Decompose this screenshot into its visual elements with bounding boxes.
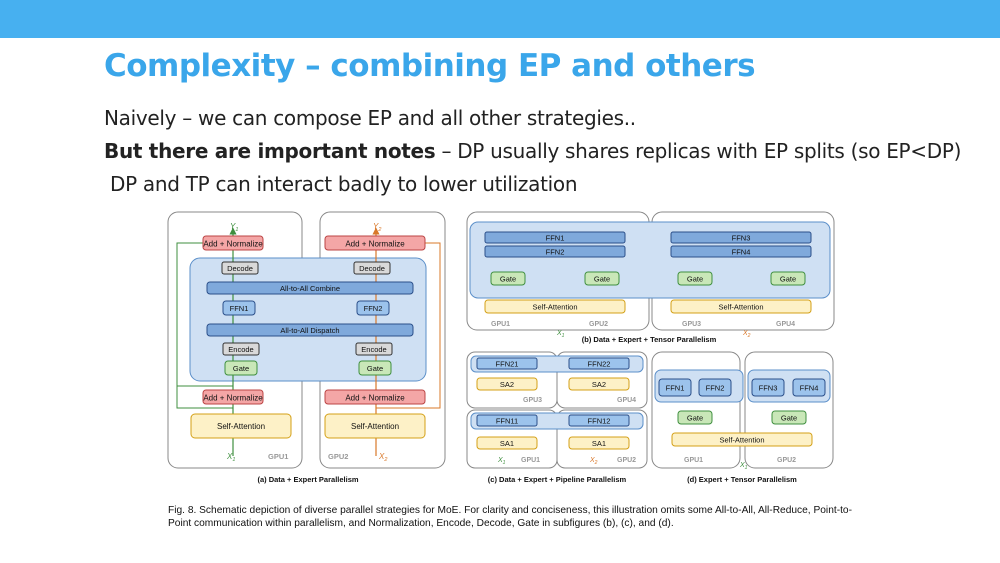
svg-text:X1: X1	[226, 452, 235, 463]
svg-text:X1: X1	[556, 330, 565, 339]
a-encode-2: Encode	[361, 345, 386, 354]
a-self-attention-1: Self-Attention	[217, 422, 265, 431]
a-all-to-all-dispatch: All-to-All Dispatch	[280, 326, 339, 335]
c-ffn12: FFN12	[588, 417, 611, 426]
a-decode-2: Decode	[359, 264, 385, 273]
c-ffn21: FFN21	[496, 360, 519, 369]
d-gate-2: Gate	[781, 414, 797, 423]
a-gate-2: Gate	[367, 364, 383, 373]
d-gpu1: GPU1	[684, 457, 703, 464]
b-caption: (b) Data + Expert + Tensor Parallelism	[582, 335, 717, 344]
a-x1-label: X	[226, 452, 233, 461]
a-ffn2: FFN2	[364, 304, 383, 313]
svg-text:X1: X1	[739, 462, 748, 471]
d-x1-sub: 1	[745, 465, 748, 471]
a-y2-sub: 2	[377, 227, 381, 233]
a-decode-1: Decode	[227, 264, 253, 273]
b-gate-1: Gate	[500, 275, 516, 284]
a-gpu1: GPU1	[268, 452, 288, 461]
body-line-3: DP and TP can interact badly to lower ut…	[110, 172, 578, 196]
subfigure-d: FFN1 FFN2 FFN3 FFN4 Gate Gate Self-Atten…	[651, 351, 834, 484]
body-line-2: But there are important notes – DP usual…	[104, 139, 961, 163]
c-sa1-1: SA1	[500, 439, 514, 448]
d-gate-1: Gate	[687, 414, 703, 423]
top-accent-bar	[0, 0, 1000, 38]
d-caption: (d) Expert + Tensor Parallelism	[687, 475, 797, 484]
figure-caption: Fig. 8. Schematic depiction of diverse p…	[168, 505, 852, 529]
c-x2-label: X	[589, 457, 595, 464]
body-line-2-bold: But there are important notes	[104, 139, 436, 163]
c-gpu1: GPU1	[521, 457, 540, 464]
b-gate-2: Gate	[594, 275, 610, 284]
svg-text:Y1: Y1	[230, 222, 238, 233]
a-y2-label: Y	[373, 222, 379, 231]
d-gpu2: GPU2	[777, 457, 796, 464]
svg-text:X2: X2	[742, 330, 751, 339]
d-ffn4: FFN4	[800, 384, 819, 393]
b-ffn4: FFN4	[732, 248, 751, 257]
b-gpu4: GPU4	[776, 321, 795, 328]
subfigure-b: FFN1 FFN2 FFN3 FFN4 Gate Gate Gate Gate …	[466, 211, 835, 344]
b-x2-label: X	[742, 330, 748, 337]
b-gpu1: GPU1	[491, 321, 510, 328]
c-gpu3: GPU3	[523, 397, 542, 404]
a-add-normalize-bottom-2: Add + Normalize	[345, 394, 405, 403]
slide-title: Complexity – combining EP and others	[104, 48, 756, 84]
d-ffn2: FFN2	[706, 384, 725, 393]
a-caption: (a) Data + Expert Parallelism	[257, 475, 358, 484]
c-x1-label: X	[497, 457, 503, 464]
a-add-normalize-top-1: Add + Normalize	[203, 240, 263, 249]
c-sa2-2: SA2	[592, 380, 606, 389]
c-gpu4: GPU4	[617, 397, 636, 404]
b-ffn1: FFN1	[546, 234, 565, 243]
c-sa1-2: SA1	[592, 439, 606, 448]
b-x1-label: X	[556, 330, 562, 337]
d-x1-label: X	[739, 462, 745, 469]
b-gate-3: Gate	[687, 275, 703, 284]
c-caption: (c) Data + Expert + Pipeline Parallelism	[488, 475, 627, 484]
body-line-2-rest: – DP usually shares replicas with EP spl…	[435, 139, 962, 163]
moe-parallelism-figure: Add + Normalize Decode All-to-All Combin…	[167, 211, 835, 484]
a-y1-sub: 1	[235, 227, 238, 233]
subfigure-c: FFN21 FFN22 SA2 SA2 GPU3 GPU4 FFN11 FFN1…	[466, 351, 648, 484]
d-ffn3: FFN3	[759, 384, 778, 393]
c-ffn22: FFN22	[588, 360, 611, 369]
svg-text:X2: X2	[589, 457, 598, 466]
a-ffn1: FFN1	[230, 304, 249, 313]
b-x1-sub: 1	[562, 333, 565, 339]
svg-text:X1: X1	[497, 457, 506, 466]
b-gpu3: GPU3	[682, 321, 701, 328]
c-ffn11: FFN11	[496, 417, 518, 426]
a-self-attention-2: Self-Attention	[351, 422, 399, 431]
a-all-to-all-combine: All-to-All Combine	[280, 284, 340, 293]
b-gate-4: Gate	[780, 275, 796, 284]
subfigure-a: Add + Normalize Decode All-to-All Combin…	[167, 211, 446, 484]
body-line-1: Naively – we can compose EP and all othe…	[104, 106, 636, 130]
a-x2-label: X	[378, 452, 385, 461]
a-x2-sub: 2	[383, 457, 387, 463]
c-gpu2: GPU2	[617, 457, 636, 464]
b-ffn2: FFN2	[546, 248, 565, 257]
a-encode-1: Encode	[228, 345, 253, 354]
a-y1-label: Y	[230, 222, 236, 231]
d-self-attention: Self-Attention	[719, 436, 764, 445]
b-gpu2: GPU2	[589, 321, 608, 328]
c-x2-sub: 2	[594, 460, 598, 466]
b-x2-sub: 2	[747, 333, 751, 339]
a-gate-1: Gate	[233, 364, 249, 373]
c-sa2-1: SA2	[500, 380, 514, 389]
b-ffn3: FFN3	[732, 234, 751, 243]
svg-text:X2: X2	[378, 452, 387, 463]
a-x1-sub: 1	[232, 457, 235, 463]
a-gpu2: GPU2	[328, 452, 348, 461]
c-x1-sub: 1	[503, 460, 506, 466]
a-add-normalize-top-2: Add + Normalize	[345, 240, 405, 249]
a-add-normalize-bottom-1: Add + Normalize	[203, 394, 263, 403]
b-self-attention-2: Self-Attention	[718, 303, 763, 312]
d-ffn1: FFN1	[666, 384, 685, 393]
svg-text:Y2: Y2	[373, 222, 381, 233]
b-self-attention-1: Self-Attention	[532, 303, 577, 312]
